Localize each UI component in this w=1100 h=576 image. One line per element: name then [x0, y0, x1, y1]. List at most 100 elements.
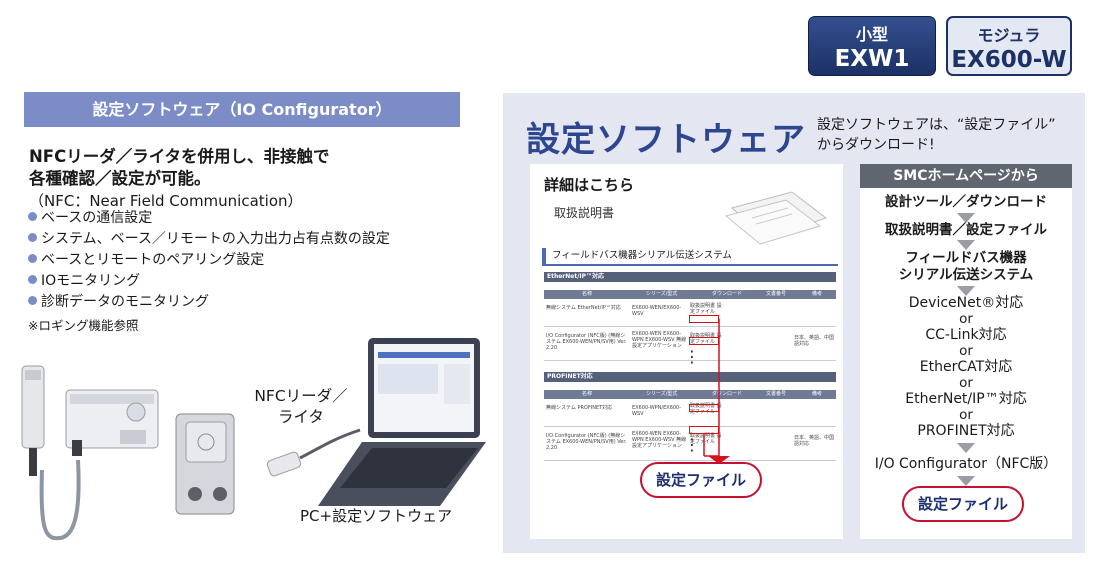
col-header-download: ダウンロード [712, 291, 743, 297]
table-row: 無線システム EtherNet/IP™対応 EX600-WEN/EX600-WS… [544, 299, 836, 327]
nfc-reader-device [266, 428, 361, 477]
flow-config-file-button[interactable]: 設定ファイル [902, 486, 1024, 522]
product-illustration [21, 338, 486, 541]
arrow-down-icon [957, 443, 975, 453]
bullet-icon [28, 296, 37, 305]
software-title: 設定ソフトウェア [526, 120, 806, 160]
intro-line-2: 各種確認／設定が可能。 [29, 169, 211, 188]
bullet-icon [28, 212, 37, 221]
section-header: 設定ソフトウェア（IO Configurator） [24, 92, 460, 127]
feature-item: 診断データのモニタリング [28, 292, 390, 313]
table-profinet-label: PROFINET対応 [544, 372, 836, 382]
nfc-reader-label-line1: NFCリーダ／ [254, 387, 348, 405]
connector-line [703, 319, 730, 464]
col-header-series: シリーズ/型式 [646, 391, 678, 397]
row-download[interactable]: 取扱説明書 設定ファイル [690, 333, 722, 345]
flow-step-manual-config[interactable]: 取扱説明書／設定ファイル [885, 222, 1047, 238]
row-model: EX600-WEN EX600-WPN EX600-WSV 無線設定アプリケーシ… [632, 331, 687, 349]
protocol-ethercat[interactable]: EtherCAT対応 [919, 359, 1013, 375]
protocol-ethernetip[interactable]: EtherNet/IP™対応 [905, 391, 1027, 407]
feature-item: システム、ベース／リモートの入力出力占有点数の設定 [28, 229, 390, 250]
manual-page-preview: 詳細はこちら 取扱説明書 フィールドバス機器シリアル伝送システム EtherNe… [530, 164, 843, 539]
feature-label: IOモニタリング [41, 273, 141, 289]
pc-software-label: PC+設定ソフトウェア [300, 507, 453, 525]
col-header-series: シリーズ/型式 [646, 291, 678, 297]
row-model: EX600-WEN/EX600-WSV [632, 305, 682, 317]
col-header-remarks: 備考 [812, 391, 823, 397]
row-remarks: 日本、英語、中国語対応 [794, 435, 835, 447]
modular-block [175, 413, 235, 515]
or-separator: or [959, 343, 973, 359]
row-model: EX600-WEN EX600-WPN EX600-WSV 無線設定アプリケーシ… [632, 431, 687, 449]
download-note-line1: 設定ソフトウェアは、“設定ファイル” [817, 117, 1056, 133]
badge-ex600w: モジュラ EX600-W [946, 16, 1072, 76]
table-row: I/O Configurator (NFC版) (無線システム EX600-WE… [544, 427, 836, 461]
col-header-download: ダウンロード [712, 391, 743, 397]
bullet-icon [28, 254, 37, 263]
bullet-icon [28, 233, 37, 242]
arrow-down-icon [957, 240, 975, 250]
badge-ex600w-line2: EX600-W [951, 47, 1067, 73]
table-header: 名称 シリーズ/型式 ダウンロード 文書番号 備考 [544, 290, 836, 299]
row-download[interactable]: 取扱説明書 設定ファイル [690, 433, 722, 445]
bullet-icon [28, 275, 37, 284]
feature-item: ベースの通信設定 [28, 208, 390, 229]
row-name: 無線システム EtherNet/IP™対応 [546, 305, 621, 311]
or-separator: or [959, 407, 973, 423]
feature-item: ベースとリモートのペアリング設定 [28, 250, 390, 271]
feature-list: ベースの通信設定 システム、ベース／リモートの入力出力占有点数の設定 ベースとリ… [28, 208, 390, 313]
flow-step-fieldbus-line2[interactable]: シリアル伝送システム [898, 267, 1034, 283]
manual-booklet-icon [724, 191, 828, 245]
row-download[interactable]: 取扱説明書 設定ファイル [690, 303, 722, 315]
row-model: EX600-WPN/EX600-WSV [632, 405, 682, 417]
fieldbus-section-title: フィールドバス機器シリアル伝送システム [552, 250, 732, 261]
or-separator: or [959, 375, 973, 391]
laptop [318, 338, 486, 506]
row-name: I/O Configurator (NFC版) (無線システム EX600-WE… [546, 333, 627, 351]
intro-line-1: NFCリーダ／ライタを併用し、非接触で [29, 147, 330, 166]
download-note: 設定ソフトウェアは、“設定ファイル” からダウンロード! [817, 115, 1077, 155]
table-ethernetip-label: EtherNet/IP™対応 [544, 272, 836, 282]
row-remarks: 日本、英語、中国語対応 [794, 335, 835, 347]
row-name: 無線システム PROFINET対応 [546, 405, 613, 411]
config-file-button[interactable]: 設定ファイル [640, 462, 762, 498]
flow-header: SMCホームページから [860, 164, 1072, 188]
col-header-remarks: 備考 [812, 291, 823, 297]
feature-label: ベースの通信設定 [41, 210, 153, 226]
col-header-name: 名称 [582, 391, 593, 397]
fieldbus-section-heading: フィールドバス機器シリアル伝送システム [542, 248, 838, 266]
arrow-down-icon [957, 213, 975, 223]
feature-label: 診断データのモニタリング [41, 294, 209, 310]
badge-exw1-line2: EXW1 [834, 46, 910, 72]
protocol-cclink[interactable]: CC-Link対応 [925, 327, 1007, 343]
flow-step-design-tools[interactable]: 設計ツール／ダウンロード [885, 194, 1047, 210]
nfc-reader-label: NFCリーダ／ ライタ [246, 386, 356, 428]
or-separator: or [959, 311, 973, 327]
nfc-reader-label-line2: ライタ [278, 408, 324, 426]
intro-text: NFCリーダ／ライタを併用し、非接触で 各種確認／設定が可能。 （NFC：Nea… [29, 146, 459, 212]
badge-exw1-line1: 小型 [855, 25, 888, 44]
feature-label: ベースとリモートのペアリング設定 [41, 252, 265, 268]
col-header-docno: 文書番号 [766, 291, 787, 297]
download-flow: SMCホームページから 設計ツール／ダウンロード 取扱説明書／設定ファイル フィ… [860, 164, 1072, 539]
badge-exw1: 小型 EXW1 [808, 16, 936, 76]
details-heading: 詳細はこちら [544, 176, 635, 194]
row-name: I/O Configurator (NFC版) (無線システム EX600-WE… [546, 433, 627, 451]
row-download[interactable]: 取扱説明書 設定ファイル [690, 403, 722, 415]
download-note-line2: からダウンロード! [817, 137, 935, 153]
feature-label: システム、ベース／リモートの入力出力占有点数の設定 [41, 231, 390, 247]
manual-label: 取扱説明書 [554, 206, 615, 220]
remote-module [65, 389, 159, 456]
protocol-devicenet[interactable]: DeviceNet®対応 [908, 295, 1024, 311]
io-configurator-item[interactable]: I/O Configurator（NFC版） [874, 456, 1058, 472]
feature-item: IOモニタリング [28, 271, 390, 292]
intro-line-3: （NFC：Near Field Communication） [29, 192, 303, 210]
flow-step-fieldbus-line1[interactable]: フィールドバス機器 [905, 250, 1027, 266]
col-header-name: 名称 [582, 291, 593, 297]
table-row: I/O Configurator (NFC版) (無線システム EX600-WE… [544, 327, 836, 361]
antenna-unit [21, 365, 45, 476]
col-header-docno: 文書番号 [766, 391, 787, 397]
logging-note: ※ロギング機能参照 [28, 318, 139, 333]
protocol-profinet[interactable]: PROFINET対応 [917, 423, 1015, 439]
badge-ex600w-line1: モジュラ [977, 26, 1041, 45]
